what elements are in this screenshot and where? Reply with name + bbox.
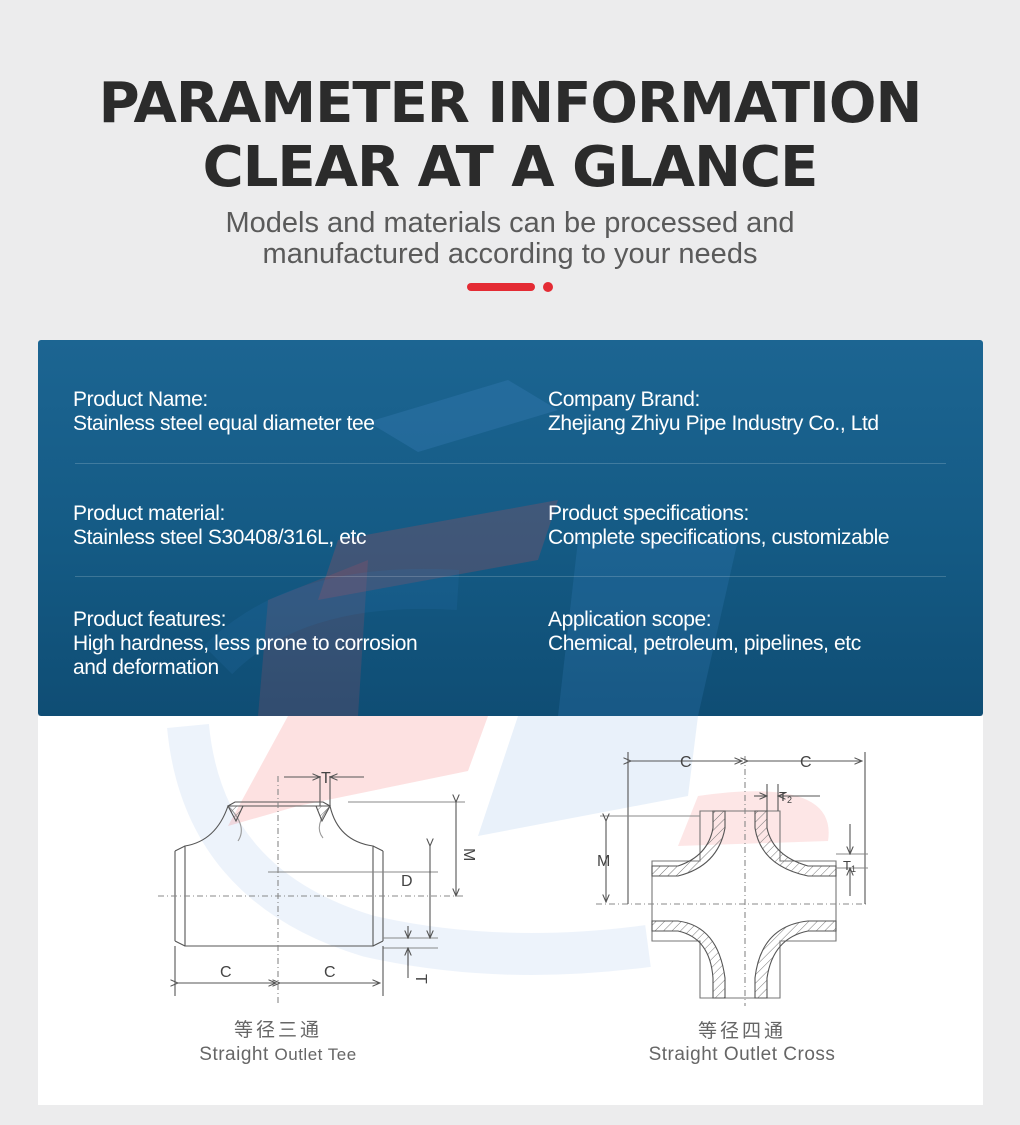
tee-dim-c-right: C xyxy=(324,964,336,981)
product-name-label: Product Name: xyxy=(73,388,208,411)
accent-bar xyxy=(467,283,535,291)
product-specifications-field: Product specifications: Complete specifi… xyxy=(548,502,890,550)
product-name-value: Stainless steel equal diameter tee xyxy=(73,412,375,435)
row-divider xyxy=(75,576,946,577)
cross-dim-c-right: C xyxy=(800,754,812,771)
cross-caption-cn: 等径四通 xyxy=(697,1020,786,1042)
parameter-info-card: Product Name: Stainless steel equal diam… xyxy=(38,340,983,716)
tee-dim-c-left: C xyxy=(220,964,232,981)
application-scope-value: Chemical, petroleum, pipelines, etc xyxy=(548,632,861,655)
product-material-value: Stainless steel S30408/316L, etc xyxy=(73,526,367,549)
product-specifications-value: Complete specifications, customizable xyxy=(548,526,890,549)
accent-dot xyxy=(543,282,553,292)
cross-dim-m: M xyxy=(597,853,610,870)
company-brand-value: Zhejiang Zhiyu Pipe Industry Co., Ltd xyxy=(548,412,879,435)
title-line-2: CLEAR AT A GLANCE xyxy=(202,135,819,200)
cross-dim-t1: T1 xyxy=(843,858,856,874)
tee-drawing xyxy=(158,776,465,1006)
cross-dim-c-left: C xyxy=(680,754,692,771)
tee-dim-m: M xyxy=(460,848,477,861)
tee-dim-d: D xyxy=(401,873,413,890)
tee-caption-en: Straight Outlet Tee xyxy=(158,1044,398,1066)
tee-caption-en-part-1: Straight xyxy=(199,1044,269,1065)
diagram-card: T M D C C T C xyxy=(38,716,983,1105)
product-features-value-2: and deformation xyxy=(73,656,219,679)
product-features-label: Product features: xyxy=(73,608,227,631)
company-brand-field: Company Brand: Zhejiang Zhiyu Pipe Indus… xyxy=(548,388,879,436)
product-name-field: Product Name: Stainless steel equal diam… xyxy=(73,388,375,436)
subtitle-line-2: manufactured according to your needs xyxy=(262,238,758,270)
cross-caption-en: Straight Outlet Cross xyxy=(648,1044,836,1065)
product-specifications-label: Product specifications: xyxy=(548,502,749,525)
product-features-value-1: High hardness, less prone to corrosion xyxy=(73,632,418,655)
tee-dim-t-bottom: T xyxy=(412,974,429,984)
title-line-1: PARAMETER INFORMATION xyxy=(98,71,923,136)
cross-dim-t2: T2 xyxy=(779,789,792,805)
product-material-field: Product material: Stainless steel S30408… xyxy=(73,502,366,550)
application-scope-field: Application scope: Chemical, petroleum, … xyxy=(548,608,861,656)
subtitle-line-1: Models and materials can be processed an… xyxy=(225,207,795,239)
brand-logo-watermark xyxy=(203,380,738,716)
product-material-label: Product material: xyxy=(73,502,225,525)
company-brand-label: Company Brand: xyxy=(548,388,700,411)
product-features-field: Product features: High hardness, less pr… xyxy=(73,608,418,680)
diagram-drawings: T M D C C T C xyxy=(158,716,868,1006)
page-subtitle: Models and materials can be processed an… xyxy=(0,208,1020,270)
application-scope-label: Application scope: xyxy=(548,608,712,631)
tee-caption-en-part-2: Outlet Tee xyxy=(274,1045,357,1064)
page-title: PARAMETER INFORMATION CLEAR AT A GLANCE xyxy=(0,72,1020,200)
row-divider xyxy=(75,463,946,464)
tee-caption-cn: 等径三通 xyxy=(233,1019,322,1041)
brand-logo-watermark-lower xyxy=(167,716,829,975)
cross-drawing xyxy=(596,752,868,1006)
tee-dim-t: T xyxy=(321,770,331,787)
